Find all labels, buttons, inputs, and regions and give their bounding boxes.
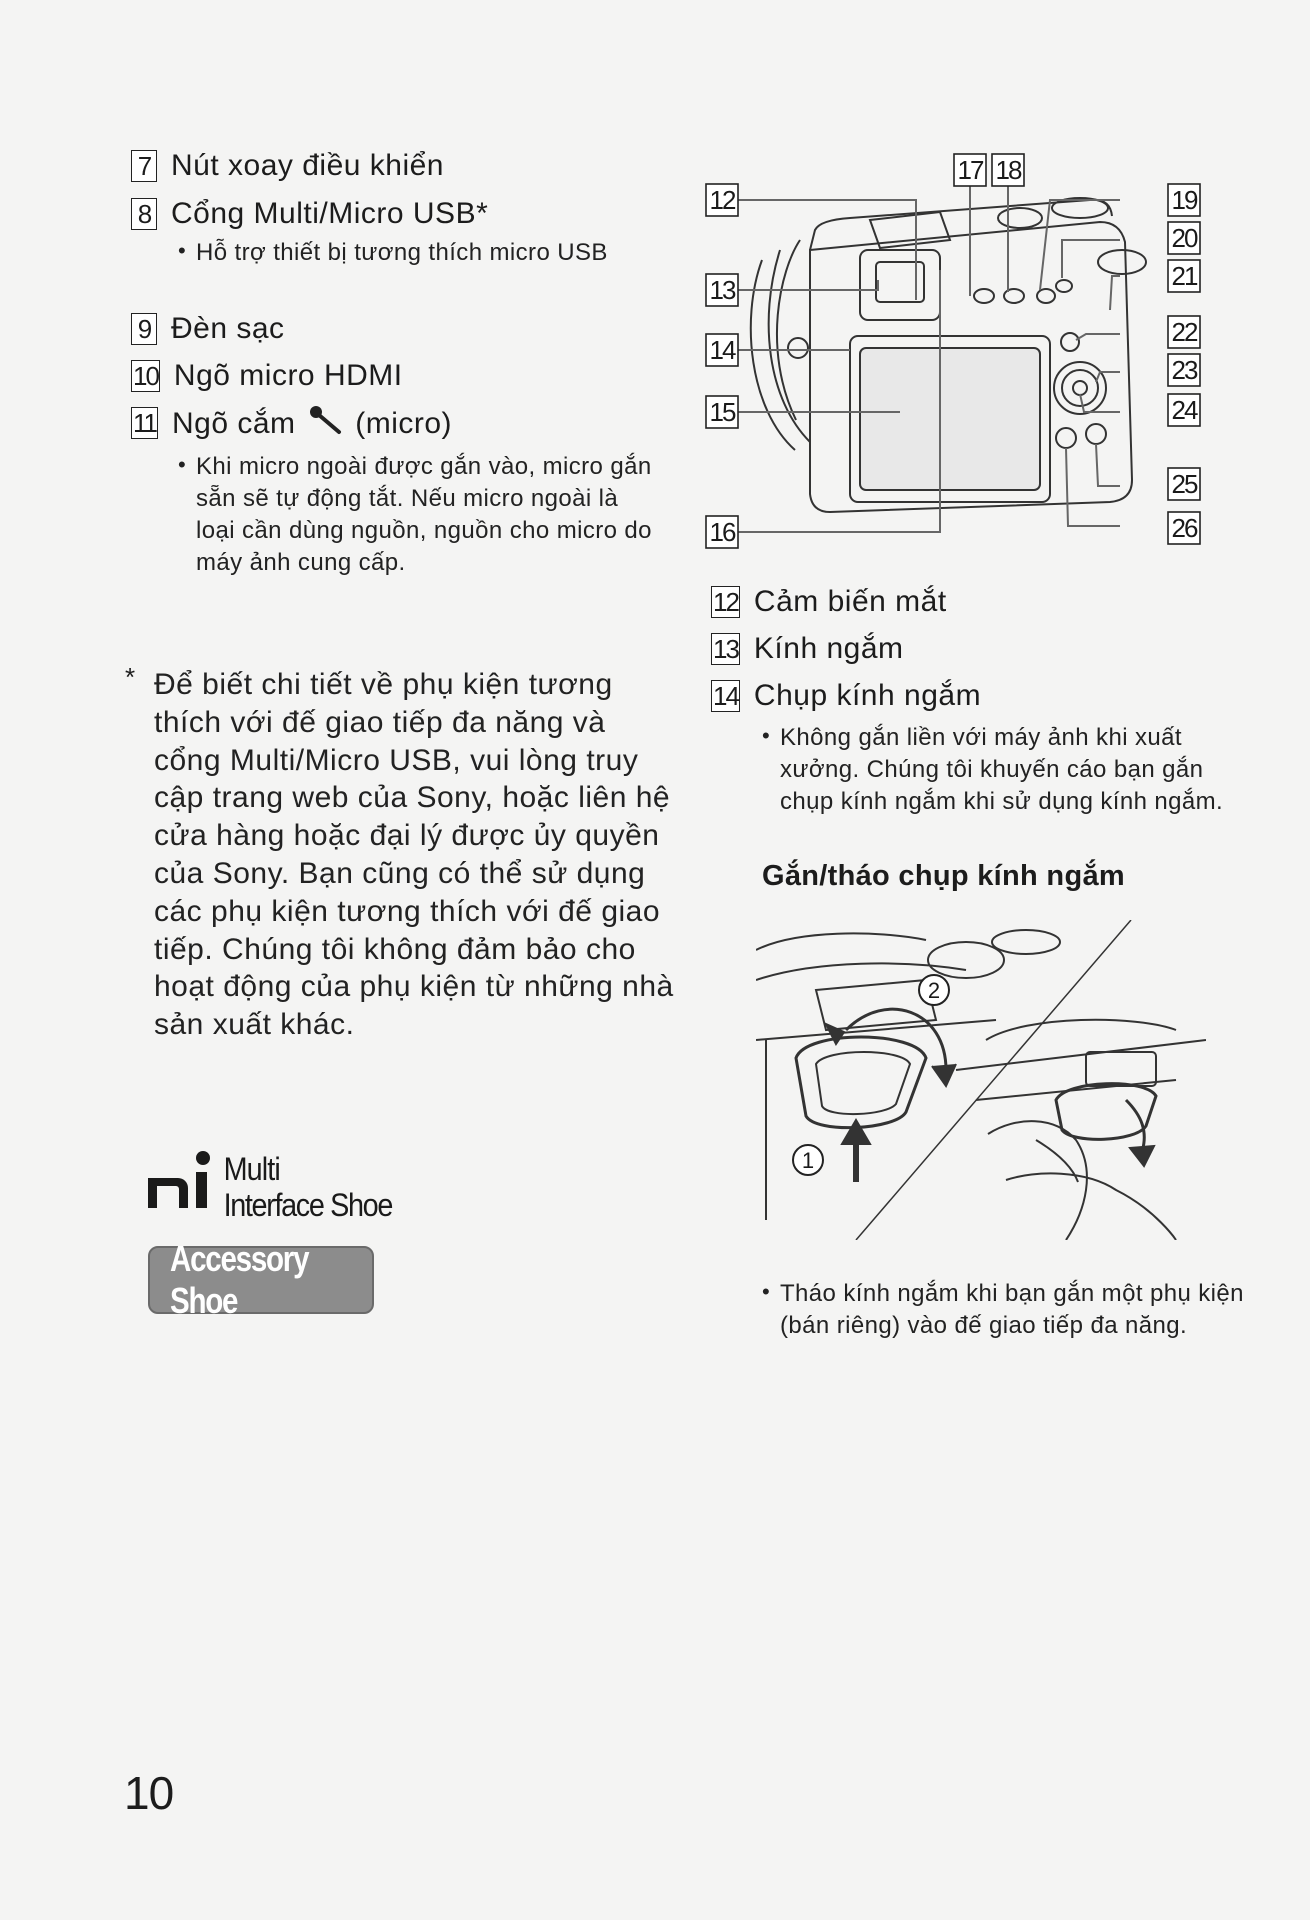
callout-25: 25 — [1167, 467, 1201, 501]
item-12: 12 Cảm biến mắt — [711, 584, 947, 620]
page-number: 10 — [124, 1767, 174, 1819]
svg-text:23: 23 — [1172, 355, 1198, 385]
bullet-eyecup: Không gắn liền với máy ảnh khi xuất xưởn… — [762, 720, 1250, 818]
callout-20: 20 — [1167, 221, 1201, 255]
item-number: 7 — [131, 150, 157, 182]
svg-text:1: 1 — [802, 1148, 814, 1173]
callout-18: 18 — [991, 153, 1025, 187]
item-number: 8 — [131, 198, 157, 230]
mi-mark — [148, 1151, 210, 1208]
bullet-usb: Hỗ trợ thiết bị tương thích micro USB — [178, 235, 636, 269]
item-label-before: Ngõ cắm — [172, 407, 296, 440]
item-label: Đèn sạc — [171, 312, 285, 345]
svg-text:14: 14 — [710, 335, 736, 365]
svg-text:24: 24 — [1172, 395, 1198, 425]
item-11: 11 Ngõ cắm (micro) — [131, 405, 452, 442]
item-label: Ngõ cắm (micro) — [172, 405, 452, 442]
item-7: 7 Nút xoay điều khiển — [131, 148, 444, 184]
multi-interface-shoe-logo: Multi Interface Shoe — [148, 1148, 438, 1233]
item-13: 13 Kính ngắm — [711, 631, 904, 667]
svg-text:17: 17 — [958, 155, 984, 185]
item-number: 14 — [711, 680, 740, 712]
callout-26: 26 — [1167, 511, 1201, 545]
item-label-after: (micro) — [355, 407, 453, 440]
item-number: 9 — [131, 313, 157, 345]
callout-23: 23 — [1167, 353, 1201, 387]
item-label: Cổng Multi/Micro USB* — [171, 197, 489, 230]
callout-16: 16 — [705, 515, 739, 549]
svg-text:19: 19 — [1172, 185, 1198, 215]
item-8: 8 Cổng Multi/Micro USB* — [131, 196, 488, 232]
callout-12: 12 — [705, 183, 739, 217]
step-1-marker: 1 — [792, 1144, 824, 1176]
callout-22: 22 — [1167, 315, 1201, 349]
svg-text:15: 15 — [710, 397, 736, 427]
svg-text:20: 20 — [1172, 223, 1198, 253]
item-9: 9 Đèn sạc — [131, 311, 285, 347]
item-10: 10 Ngõ micro HDMI — [131, 358, 403, 394]
bullet-mic: Khi micro ngoài được gắn vào, micro gắn … — [178, 449, 656, 579]
item-number: 11 — [131, 407, 158, 439]
item-number: 10 — [131, 360, 160, 392]
mi-line1: Multi — [224, 1152, 280, 1188]
svg-text:13: 13 — [710, 275, 736, 305]
microphone-icon — [310, 406, 342, 434]
svg-text:12: 12 — [710, 185, 736, 215]
svg-text:2: 2 — [928, 978, 940, 1003]
item-label: Chụp kính ngắm — [753, 679, 982, 712]
item-number: 13 — [711, 633, 740, 665]
callout-17: 17 — [953, 153, 987, 187]
callout-24: 24 — [1167, 393, 1201, 427]
accessory-shoe-badge: Accessory Shoe — [148, 1238, 374, 1321]
camera-back-diagram: 12 13 14 15 16 17 18 19 20 21 22 23 24 2… — [705, 153, 1201, 549]
svg-text:25: 25 — [1172, 469, 1198, 499]
footnote-mark: * — [125, 662, 136, 692]
item-14: 14 Chụp kính ngắm — [711, 678, 981, 714]
callout-19: 19 — [1167, 183, 1201, 217]
eyecup-heading: Gắn/tháo chụp kính ngắm — [762, 860, 1125, 892]
svg-text:22: 22 — [1172, 317, 1198, 347]
callout-15: 15 — [705, 395, 739, 429]
callout-13: 13 — [705, 273, 739, 307]
svg-text:18: 18 — [996, 155, 1022, 185]
svg-text:21: 21 — [1172, 261, 1198, 291]
callout-14: 14 — [705, 333, 739, 367]
mi-line2: Interface Shoe — [224, 1188, 393, 1224]
item-label: Kính ngắm — [753, 632, 904, 665]
step-2-marker: 2 — [918, 974, 950, 1006]
bullet-remove: Tháo kính ngắm khi bạn gắn một phụ kiện … — [762, 1276, 1250, 1342]
eyecup-illustration: 2 1 — [756, 920, 1206, 1240]
svg-text:16: 16 — [710, 517, 736, 547]
svg-text:26: 26 — [1172, 513, 1198, 543]
item-number: 12 — [711, 586, 740, 618]
item-label: Cảm biến mắt — [753, 585, 947, 618]
accessory-shoe-label: Accessory Shoe — [169, 1238, 310, 1321]
item-label: Ngõ micro HDMI — [173, 359, 403, 392]
callout-21: 21 — [1167, 259, 1201, 293]
item-label: Nút xoay điều khiển — [171, 149, 444, 182]
footnote-text: Để biết chi tiết về phụ kiện tương thích… — [154, 668, 674, 1042]
